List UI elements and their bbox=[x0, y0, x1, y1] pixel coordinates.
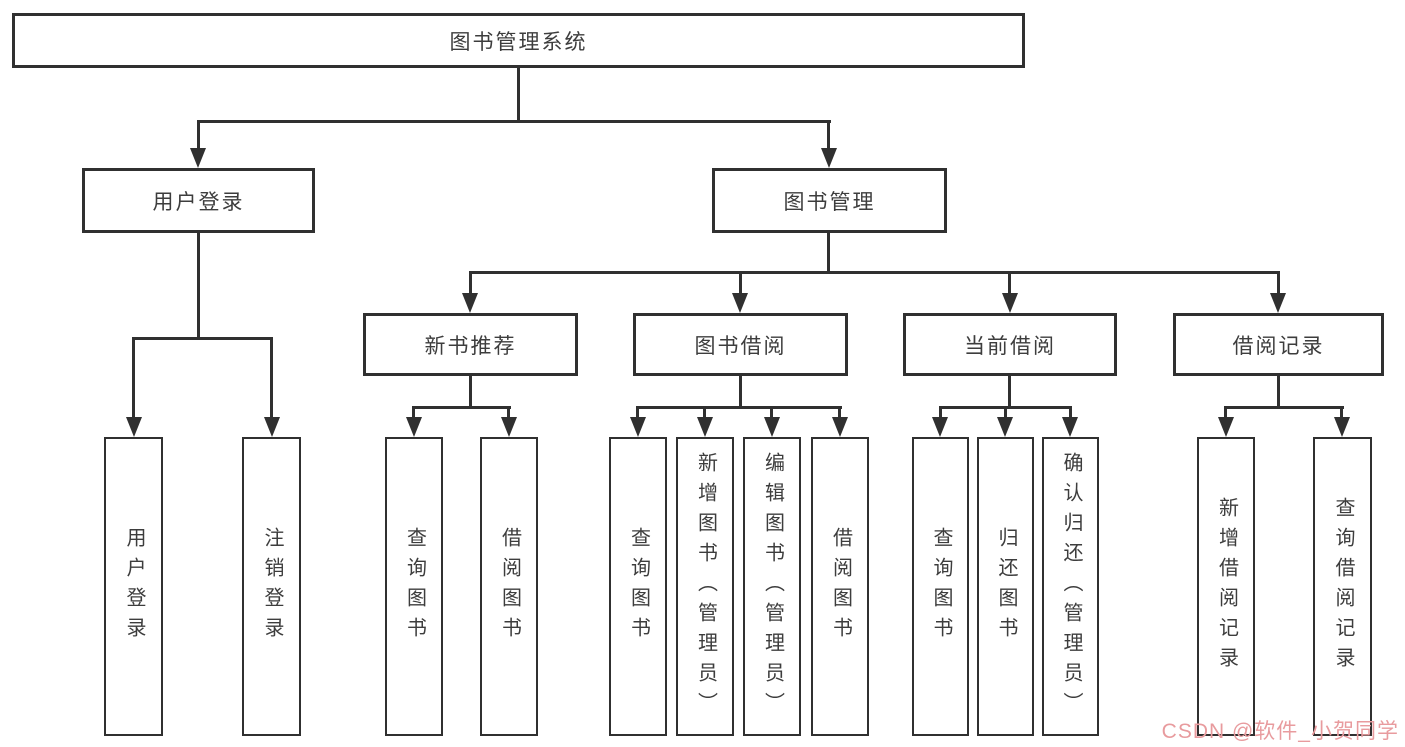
leaf-label: 编辑图书（管理员） bbox=[761, 451, 784, 722]
leaf-label: 新增图书（管理员） bbox=[694, 451, 717, 722]
arrow-down-icon bbox=[126, 417, 142, 437]
node-label: 新书推荐 bbox=[424, 334, 517, 358]
node-label: 当前借阅 bbox=[964, 334, 1056, 358]
arrow-down-icon bbox=[932, 417, 948, 437]
connector-to-book-mgmt bbox=[827, 120, 830, 149]
leaf-add-books-admin: 新增图书（管理员） bbox=[676, 437, 734, 736]
connector-to-logout-leaf bbox=[270, 337, 273, 418]
csdn-watermark: CSDN @软件_小贺同学 bbox=[1161, 720, 1399, 743]
arrow-down-icon bbox=[1062, 417, 1078, 437]
connector-root-branch bbox=[197, 120, 831, 123]
node-borrow-records: 借阅记录 bbox=[1173, 313, 1384, 376]
node-label: 借阅记录 bbox=[1232, 334, 1325, 358]
leaf-rec-query-books: 查询图书 bbox=[385, 437, 443, 736]
leaf-label: 新增借阅记录 bbox=[1215, 496, 1238, 677]
leaf-query-borrow-record: 查询借阅记录 bbox=[1313, 437, 1372, 736]
node-library-management-system: 图书管理系统 bbox=[12, 13, 1025, 68]
leaf-borrow-query-books: 查询图书 bbox=[609, 437, 667, 736]
connector-current-borrow-stem bbox=[1008, 376, 1011, 406]
arrow-down-icon bbox=[462, 293, 478, 313]
leaf-label: 查询图书 bbox=[403, 526, 426, 647]
connector-borrow-record-stem bbox=[1277, 376, 1280, 406]
leaf-label: 注销登录 bbox=[261, 526, 283, 647]
connector-leaf-stem bbox=[1069, 406, 1072, 419]
leaf-borrow-borrow-books: 借阅图书 bbox=[811, 437, 869, 736]
connector-to-new-book-rec bbox=[469, 271, 472, 294]
arrow-down-icon bbox=[1270, 293, 1286, 313]
arrow-down-icon bbox=[764, 417, 780, 437]
connector-leaf-stem bbox=[636, 406, 639, 419]
node-book-borrowing: 图书借阅 bbox=[633, 313, 848, 376]
leaf-label: 查询图书 bbox=[627, 526, 650, 647]
node-label: 图书管理 bbox=[783, 190, 876, 214]
leaf-user-login: 用户登录 bbox=[104, 437, 163, 736]
arrow-down-icon bbox=[697, 417, 713, 437]
arrow-down-icon bbox=[1334, 417, 1350, 437]
leaf-rec-borrow-books: 借阅图书 bbox=[480, 437, 538, 736]
connector-user-login-stem bbox=[197, 233, 200, 337]
arrow-down-icon bbox=[190, 148, 206, 168]
connector-book-mgmt-branch bbox=[469, 271, 1279, 274]
arrow-down-icon bbox=[1218, 417, 1234, 437]
leaf-label: 查询借阅记录 bbox=[1332, 496, 1354, 677]
arrow-down-icon bbox=[406, 417, 422, 437]
arrow-down-icon bbox=[832, 417, 848, 437]
arrow-down-icon bbox=[501, 417, 517, 437]
arrow-down-icon bbox=[821, 148, 837, 168]
connector-book-borrow-stem bbox=[739, 376, 742, 406]
connector-borrow-record-branch bbox=[1224, 406, 1344, 409]
connector-leaf-stem bbox=[507, 406, 510, 419]
connector-user-login-branch bbox=[132, 337, 273, 340]
leaf-label: 查询图书 bbox=[930, 526, 952, 647]
leaf-label: 用户登录 bbox=[123, 526, 145, 647]
arrow-down-icon bbox=[1002, 293, 1018, 313]
connector-leaf-stem bbox=[939, 406, 942, 419]
node-user-login: 用户登录 bbox=[82, 168, 315, 233]
leaf-logout: 注销登录 bbox=[242, 437, 301, 736]
connector-leaf-stem bbox=[412, 406, 415, 419]
connector-to-user-login bbox=[197, 120, 200, 149]
arrow-down-icon bbox=[264, 417, 280, 437]
node-new-book-recommend: 新书推荐 bbox=[363, 313, 578, 376]
leaf-add-borrow-record: 新增借阅记录 bbox=[1197, 437, 1255, 736]
connector-leaf-stem bbox=[1004, 406, 1007, 419]
leaf-confirm-return-admin: 确认归还（管理员） bbox=[1042, 437, 1099, 736]
leaf-label: 归还图书 bbox=[995, 526, 1017, 647]
connector-leaf-stem bbox=[703, 406, 706, 419]
node-label: 图书管理系统 bbox=[449, 30, 588, 54]
connector-leaf-stem bbox=[838, 406, 841, 419]
leaf-cur-query-books: 查询图书 bbox=[912, 437, 969, 736]
arrow-down-icon bbox=[630, 417, 646, 437]
connector-to-book-borrow bbox=[739, 271, 742, 294]
leaf-label: 确认归还（管理员） bbox=[1060, 451, 1082, 722]
connector-to-borrow-record bbox=[1277, 271, 1280, 294]
connector-to-login-leaf bbox=[132, 337, 135, 418]
leaf-label: 借阅图书 bbox=[498, 526, 521, 647]
node-current-borrowing: 当前借阅 bbox=[903, 313, 1117, 376]
connector-to-current-borrow bbox=[1008, 271, 1011, 294]
connector-root-stem bbox=[517, 68, 520, 120]
node-label: 图书借阅 bbox=[694, 334, 787, 358]
node-label: 用户登录 bbox=[152, 190, 245, 214]
leaf-edit-books-admin: 编辑图书（管理员） bbox=[743, 437, 801, 736]
connector-new-book-rec-stem bbox=[469, 376, 472, 406]
connector-new-book-rec-branch bbox=[413, 406, 511, 409]
leaf-return-books: 归还图书 bbox=[977, 437, 1034, 736]
connector-leaf-stem bbox=[1340, 406, 1343, 419]
connector-book-borrow-branch bbox=[636, 406, 842, 409]
connector-leaf-stem bbox=[1224, 406, 1227, 419]
leaf-label: 借阅图书 bbox=[829, 526, 852, 647]
arrow-down-icon bbox=[732, 293, 748, 313]
arrow-down-icon bbox=[997, 417, 1013, 437]
connector-leaf-stem bbox=[770, 406, 773, 419]
node-book-management: 图书管理 bbox=[712, 168, 947, 233]
connector-book-mgmt-stem bbox=[827, 233, 830, 271]
